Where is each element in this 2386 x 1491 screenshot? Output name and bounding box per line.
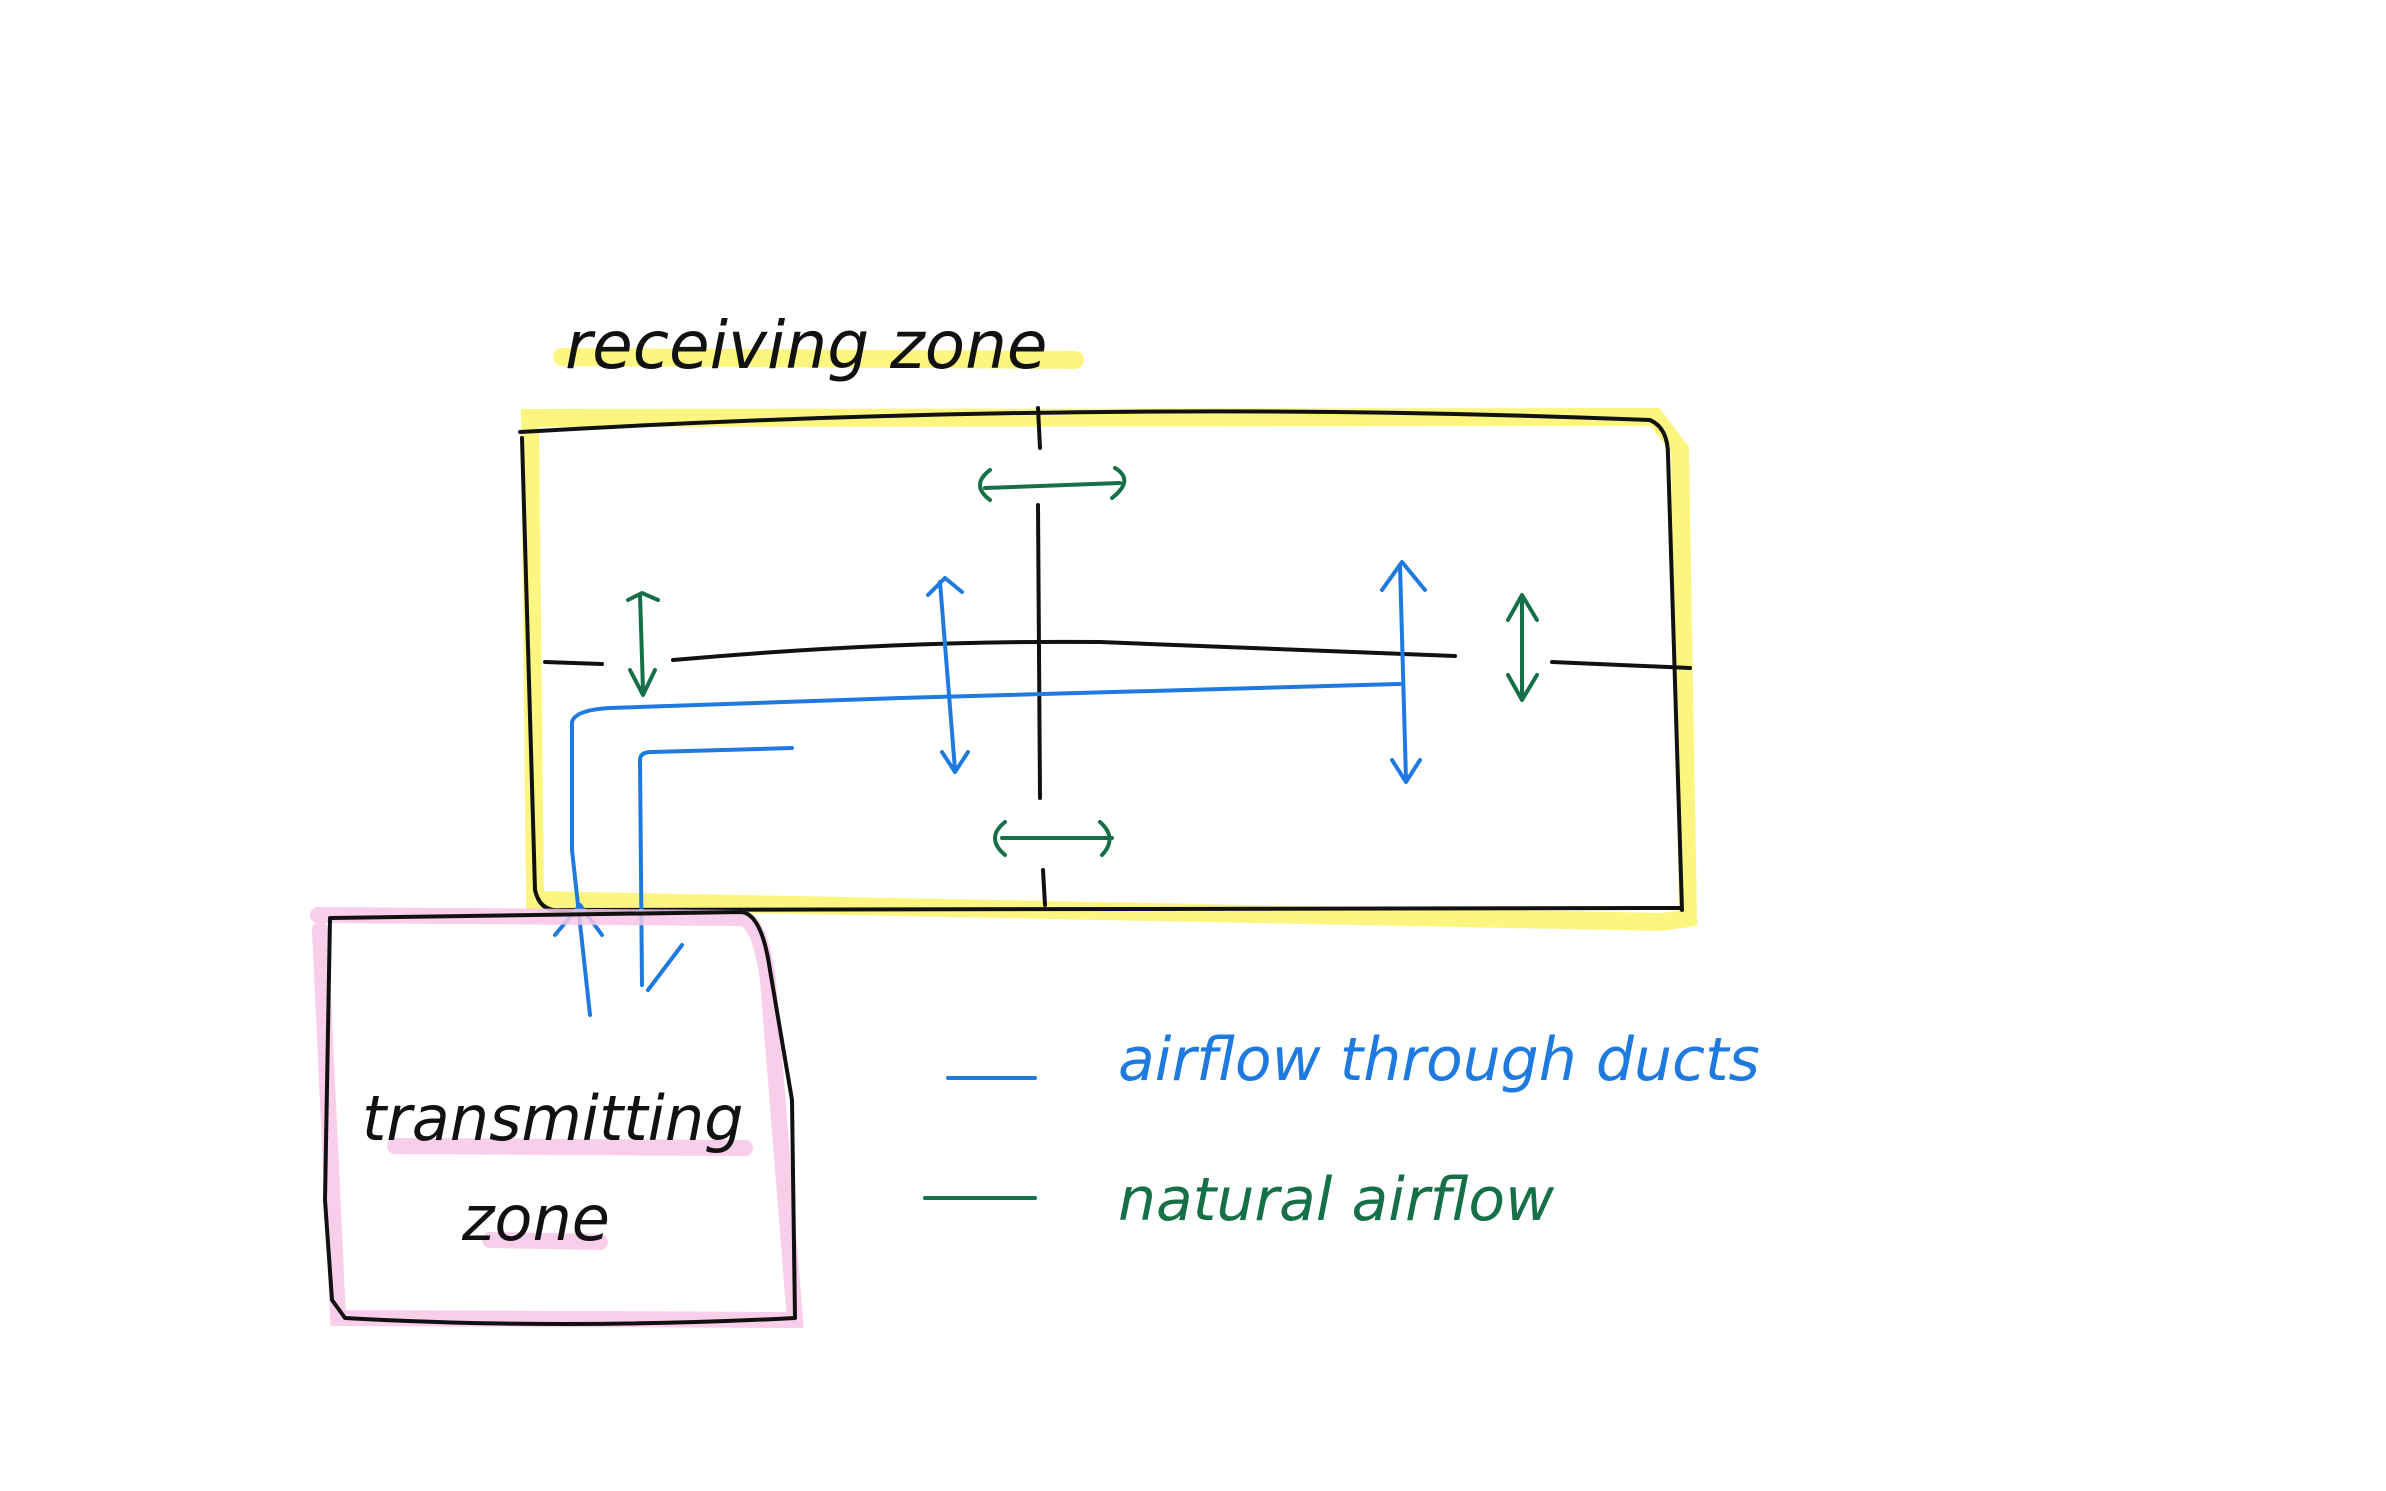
duct-arrow-right-down-head	[1390, 758, 1422, 784]
natural-arrow-top-shaft	[983, 481, 1122, 490]
legend-ducts-label: airflow through ducts	[1118, 1025, 1760, 1095]
transmitting-zone-text-line2: zone	[461, 1182, 610, 1255]
duct-arrow-right-shaft	[1398, 563, 1408, 782]
receiving-zone-top-right-edge	[518, 409, 1684, 912]
natural-arrow-bottom-right-head	[1098, 820, 1112, 857]
return-duct-arrowhead	[646, 943, 684, 992]
return-duct-line	[638, 746, 794, 987]
natural-arrow-right-up-head	[1506, 593, 1539, 622]
natural-arrow-bottom-left-head	[993, 820, 1007, 857]
natural-airflow	[626, 466, 1539, 857]
supply-duct-line	[570, 682, 1402, 1017]
natural-arrow-left-up-head	[626, 591, 660, 602]
transmitting-zone-outline	[323, 910, 797, 1326]
natural-arrow-top-left-head	[978, 468, 992, 502]
partition-horizontal-middle	[671, 639, 1457, 662]
receiving-zone-box	[518, 407, 1698, 932]
duct-arrow-right-up-head	[1380, 560, 1427, 592]
receiving-zone-highlight	[553, 348, 1084, 369]
receiving-zone-label: receiving zone	[553, 307, 1084, 384]
natural-arrow-left-down-head	[628, 668, 657, 697]
receiving-zone-text: receiving zone	[565, 307, 1048, 384]
transmitting-zone-highlight-outline	[310, 907, 804, 1329]
partition-vertical-middle	[1036, 503, 1042, 800]
natural-arrow-top-right-head	[1110, 466, 1127, 500]
transmitting-zone-text-line1: transmitting	[362, 1082, 744, 1155]
partition-vertical-top-segment	[1036, 406, 1042, 450]
natural-arrow-left-shaft	[638, 593, 645, 692]
transmitting-zone-highlight-line1	[387, 1138, 753, 1156]
duct-airflow	[553, 560, 1427, 1017]
transmitting-zone-highlight-line2	[482, 1232, 608, 1250]
legend: airflow through ducts natural airflow	[923, 1025, 1760, 1235]
duct-arrow-center-up-head	[926, 576, 964, 597]
duct-arrow-center-shaft	[938, 580, 957, 772]
partition-vertical-bottom-segment	[1041, 868, 1047, 907]
transmitting-zone-label: transmitting zone	[362, 1082, 753, 1255]
natural-arrow-right-down-head	[1506, 673, 1539, 702]
partition-horizontal-left-segment	[543, 660, 604, 666]
legend-natural-label: natural airflow	[1118, 1165, 1555, 1235]
supply-duct-arrowhead	[553, 903, 604, 937]
partition-horizontal-right-segment	[1550, 660, 1692, 670]
partition-lines	[543, 406, 1692, 907]
duct-arrow-center-down-head	[940, 750, 970, 774]
receiving-zone-highlight-outline	[520, 407, 1698, 932]
transmitting-zone-box	[310, 907, 804, 1329]
